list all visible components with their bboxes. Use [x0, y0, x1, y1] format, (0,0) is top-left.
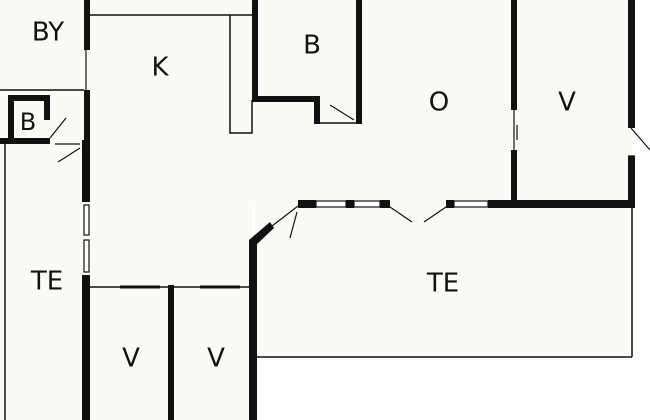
wall-b-small-left — [8, 95, 14, 143]
room-label-b-small: B — [20, 108, 36, 136]
wall-o-terrace-3 — [380, 200, 390, 208]
floor-left-strip — [0, 140, 90, 420]
wall-right-outer-lower — [628, 156, 635, 208]
window-te-left-1 — [83, 204, 90, 236]
walls-thin — [0, 14, 633, 420]
floor-terrace-right — [255, 205, 632, 358]
door-b-top — [329, 104, 355, 121]
room-label-b-top: B — [303, 31, 321, 61]
wall-by-k — [84, 0, 90, 50]
door-right-outer — [630, 127, 650, 151]
wall-b-top-stub — [314, 96, 320, 124]
window-o-2 — [353, 200, 381, 208]
wall-b-top-left — [252, 0, 258, 100]
wall-b-small-top — [8, 95, 50, 101]
door-terrace-right — [423, 206, 447, 223]
wall-o-v-lower — [511, 150, 517, 205]
wall-o-terrace-4 — [446, 200, 454, 208]
wall-o-terrace-5 — [488, 200, 634, 208]
wall-b-small-right — [44, 95, 50, 120]
wall-b-top-bottom — [252, 96, 320, 102]
door-diagonal — [271, 205, 299, 227]
wall-o-terrace-2 — [346, 200, 354, 208]
windows — [83, 200, 489, 273]
room-label-te-right: TE — [426, 269, 459, 299]
door-b-small — [49, 117, 67, 139]
room-label-v-right: V — [558, 88, 576, 118]
room-label-v-bottom-right: V — [207, 344, 225, 374]
room-label-o: O — [429, 88, 449, 118]
wall-te-left-right-lower — [82, 275, 90, 420]
room-label-te-left: TE — [30, 267, 63, 297]
wall-by-k-lower — [84, 90, 90, 140]
walls-thick — [0, 0, 635, 420]
wall-k-niche — [229, 15, 253, 134]
room-label-v-bottom-left: V — [122, 344, 140, 374]
room-label-k: K — [151, 53, 169, 83]
window-o-1 — [315, 200, 347, 208]
door-terrace-left — [389, 206, 413, 223]
wall-b-top-right — [356, 0, 362, 124]
window-te-left-2 — [83, 239, 90, 273]
wall-right-outer — [628, 0, 635, 128]
doors — [49, 50, 650, 289]
door-diagonal-swing — [289, 211, 298, 239]
wall-v-divider — [168, 285, 174, 420]
window-o-3 — [453, 200, 489, 208]
door-te-left-swing — [57, 147, 81, 163]
floor-areas — [0, 0, 632, 420]
wall-o-v — [511, 0, 517, 110]
wall-te-left-right — [82, 140, 90, 202]
wall-centre-right — [249, 240, 257, 420]
wall-left-outer-top — [0, 138, 50, 144]
room-label-by: BY — [32, 18, 64, 48]
wall-o-terrace-1 — [298, 200, 316, 208]
room-labels: BY K B B O V TE TE V V — [20, 18, 576, 374]
